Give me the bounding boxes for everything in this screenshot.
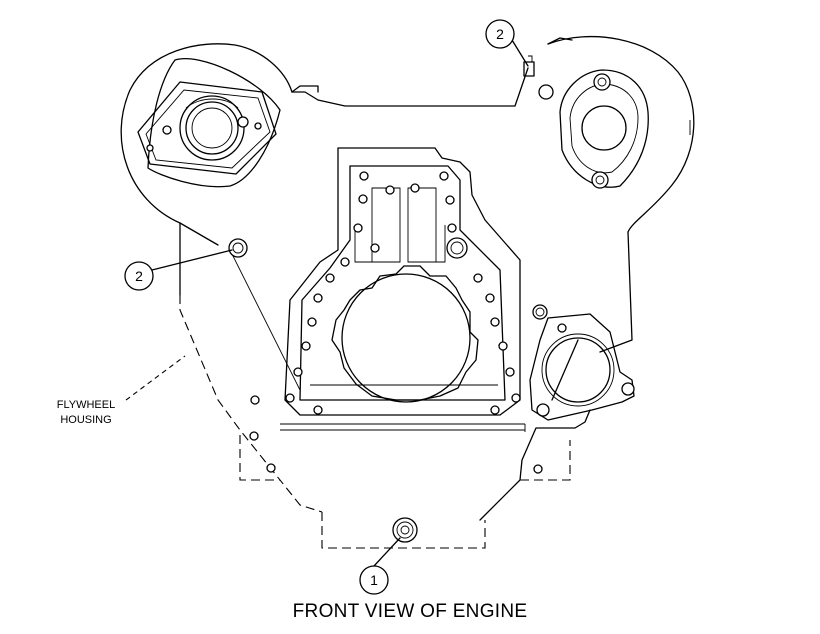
callout-2-left: 2 — [124, 249, 233, 291]
gasket-bolt-hole — [301, 341, 311, 351]
gasket-bolt-hole — [511, 393, 521, 403]
gasket-bolt-hole — [473, 273, 483, 283]
gasket-bolt-hole — [490, 405, 500, 415]
flywheel-housing-label: FLYWHEEL HOUSING — [57, 355, 186, 426]
gasket-bolt-hole — [359, 171, 369, 181]
gasket-bolt-hole — [505, 367, 515, 377]
gasket-bolt-hole — [498, 341, 508, 351]
gasket-bolt-hole — [410, 183, 420, 193]
plug-center — [446, 237, 468, 259]
gasket-bolt-hole — [447, 223, 457, 233]
gasket-bolt-hole — [490, 317, 500, 327]
gasket-bolt-hole — [385, 185, 395, 195]
callout-2-top: 2 — [485, 19, 529, 67]
gasket-bolt-hole — [307, 317, 317, 327]
label-line-1: FLYWHEEL — [57, 399, 115, 411]
gasket-bolt-hole — [485, 293, 495, 303]
gasket-bolt-hole — [325, 273, 335, 283]
gasket-bolt-hole — [439, 171, 449, 181]
gasket-bolt-holes — [285, 171, 521, 415]
gasket-bolt-hole — [353, 223, 363, 233]
center-gasket — [284, 147, 521, 416]
right-lower-flange — [529, 304, 635, 421]
gasket-bolt-hole — [370, 243, 380, 253]
callout-1-bottom: 1 — [359, 537, 401, 595]
gasket-bolt-hole — [313, 405, 323, 415]
housing-bolts — [229, 249, 543, 474]
gasket-bolt-hole — [293, 367, 303, 377]
callout-number: 2 — [496, 26, 504, 42]
label-line-2: HOUSING — [60, 414, 111, 426]
plug-left — [228, 238, 248, 258]
diagram-caption: FRONT VIEW OF ENGINE — [292, 601, 528, 622]
plug-bottom — [392, 517, 418, 543]
left-cover-plate — [137, 58, 281, 188]
gasket-bolt-hole — [358, 194, 368, 204]
gasket-bolt-hole — [340, 257, 350, 267]
plug-top-right — [523, 55, 535, 77]
right-cover-plate — [538, 69, 649, 189]
gasket-bolt-hole — [313, 293, 323, 303]
callout-number: 1 — [370, 572, 378, 588]
housing-outline — [120, 35, 695, 549]
gasket-bolt-hole — [445, 195, 455, 205]
gasket-bolt-hole — [285, 393, 295, 403]
callout-number: 2 — [135, 268, 143, 284]
